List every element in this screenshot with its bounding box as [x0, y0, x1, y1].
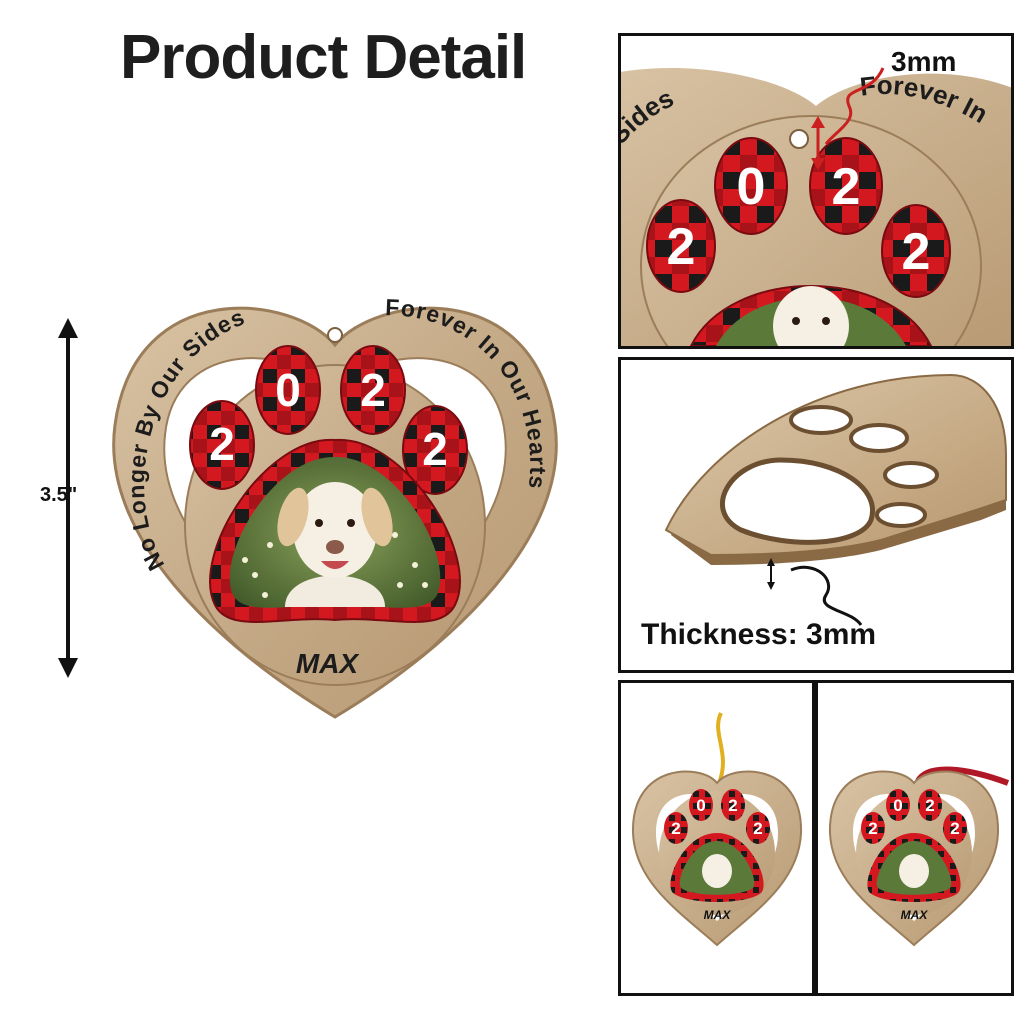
height-dimension-label: 3.5" — [40, 484, 78, 506]
red-pet-name: MAX — [901, 908, 929, 922]
variant-red-ribbon-panel: 2 0 2 2 MAX — [815, 680, 1014, 996]
thickness-label: Thickness: 3mm — [641, 618, 877, 651]
year-digit-4: 2 — [422, 423, 448, 475]
hole-size-label: 3mm — [891, 46, 957, 77]
red-digit-4: 2 — [950, 819, 959, 838]
variant-gold-string-panel: 2 0 2 2 MAX — [618, 680, 815, 996]
small-ornament-gold: 2 0 2 2 MAX — [631, 712, 803, 947]
year-digit-3: 2 — [360, 364, 386, 416]
year-digit-2: 0 — [275, 364, 301, 416]
small-ornament-red: 2 0 2 2 MAX — [828, 766, 1010, 947]
thickness-panel: Thickness: 3mm — [618, 357, 1014, 673]
gold-digit-2: 0 — [696, 796, 705, 815]
closeup-digit-4: 2 — [902, 223, 931, 281]
red-digit-3: 2 — [925, 796, 934, 815]
dog-photo — [277, 482, 393, 607]
closeup-digit-2: 0 — [737, 158, 766, 216]
red-digit-2: 0 — [893, 796, 902, 815]
height-dimension-arrow — [58, 318, 78, 678]
red-digit-1: 2 — [868, 819, 877, 838]
year-digit-1: 2 — [209, 418, 235, 470]
gold-digit-3: 2 — [728, 796, 737, 815]
thickness-ornament — [621, 360, 1011, 670]
closeup-digit-3: 2 — [832, 158, 861, 216]
gold-pet-name: MAX — [704, 908, 732, 922]
gold-digit-1: 2 — [671, 819, 680, 838]
gold-digit-4: 2 — [753, 819, 762, 838]
page-title: Product Detail — [120, 23, 527, 92]
closeup-hole-panel: Sides Forever In 2 0 2 2 3mm — [618, 33, 1014, 349]
closeup-digit-1: 2 — [667, 218, 696, 276]
main-ornament: No Longer By Our Sides Forever In Our He… — [112, 294, 558, 719]
closeup-ornament: Sides Forever In 2 0 2 2 — [621, 36, 1011, 346]
pet-name: MAX — [296, 648, 361, 679]
